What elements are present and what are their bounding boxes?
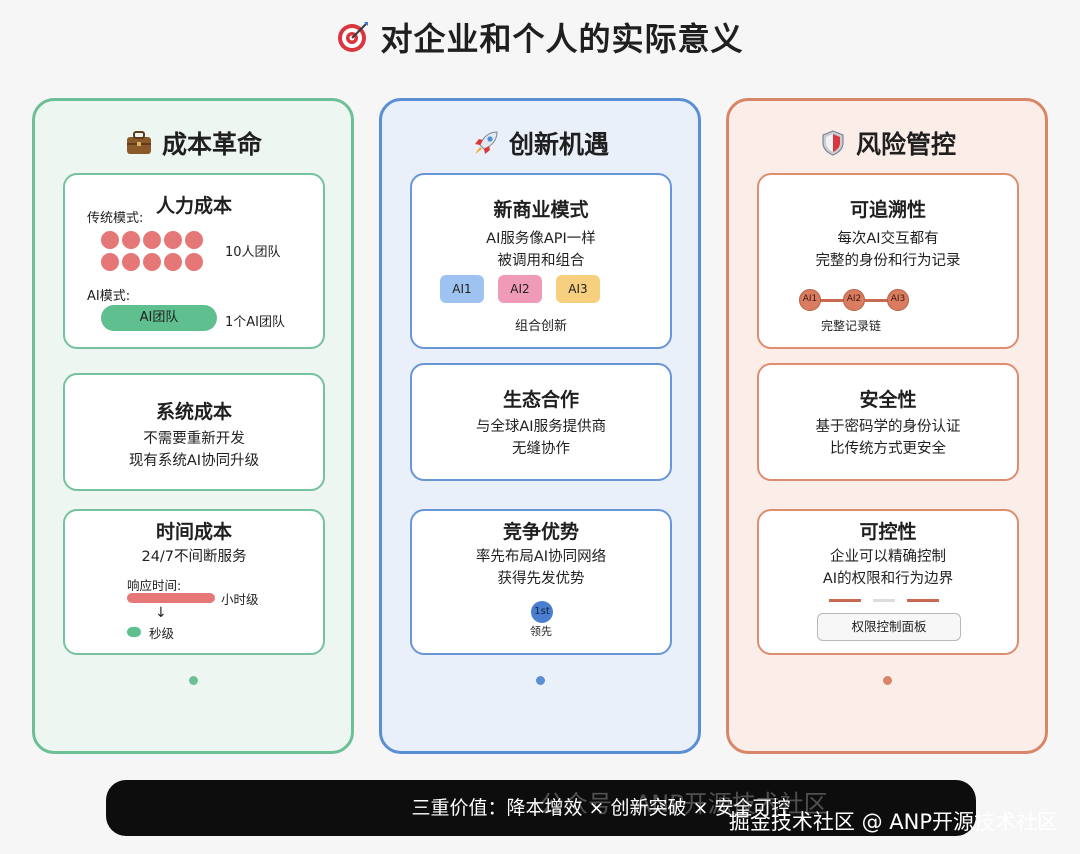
card-traceability: 可追溯性 每次AI交互都有 完整的身份和行为记录 AI1 AI2 AI3 完整记… xyxy=(757,173,1019,349)
down-arrow-icon: ↓ xyxy=(155,605,167,621)
ai-mode-label: AI模式: xyxy=(87,289,131,304)
team-dots xyxy=(101,231,209,275)
ai-team-pill: AI团队 xyxy=(101,305,217,331)
summary-bar: 三重价值：降本增效 × 创新突破 × 安全可控 xyxy=(106,780,976,836)
hour-level-label: 小时级 xyxy=(221,592,259,607)
person-dot xyxy=(101,231,119,249)
chain-link xyxy=(865,299,897,302)
card-title: 系统成本 xyxy=(155,401,232,423)
card-line: 无缝协作 xyxy=(512,441,570,457)
page-indicator-dot xyxy=(536,676,545,685)
page-indicator-dot xyxy=(189,676,198,685)
card-line: 获得先发优势 xyxy=(497,571,585,587)
page-title-text: 对企业和个人的实际意义 xyxy=(380,20,744,58)
card-system-cost: 系统成本 不需要重新开发 现有系统AI协同升级 xyxy=(63,373,325,491)
card-line: 不需要重新开发 xyxy=(143,431,245,447)
column-heading-risk-text: 风险管控 xyxy=(855,130,956,159)
card-labor-cost: 人力成本 传统模式: 10人团队 AI模式: AI团队 1个AI团队 xyxy=(63,173,325,349)
leading-caption: 领先 xyxy=(530,625,552,638)
person-dot xyxy=(143,253,161,271)
card-security: 安全性 基于密码学的身份认证 比传统方式更安全 xyxy=(757,363,1019,481)
response-time-label: 响应时间: xyxy=(127,578,182,593)
watermark-faint: 公众号 · ANP开源技术社区 xyxy=(540,790,828,818)
card-title: 新商业模式 xyxy=(493,199,589,221)
person-dot xyxy=(122,253,140,271)
card-title: 可控性 xyxy=(859,521,917,543)
person-dot xyxy=(185,231,203,249)
column-risk-control: 风险管控 可追溯性 每次AI交互都有 完整的身份和行为记录 AI1 AI2 AI… xyxy=(726,98,1048,754)
second-level-label: 秒级 xyxy=(149,626,175,641)
ai-chip: AI2 xyxy=(498,275,542,303)
person-dot xyxy=(164,253,182,271)
chain-node: AI1 xyxy=(799,289,821,311)
card-line: 被调用和组合 xyxy=(497,253,585,269)
chain-node: AI2 xyxy=(843,289,865,311)
control-bar xyxy=(873,599,895,602)
card-new-business-model: 新商业模式 AI服务像API一样 被调用和组合 AI1 AI2 AI3 组合创新 xyxy=(410,173,672,349)
person-dot xyxy=(101,253,119,271)
card-line: AI服务像API一样 xyxy=(486,231,596,247)
shield-icon xyxy=(822,130,844,156)
card-time-cost: 时间成本 24/7不间断服务 响应时间: 小时级 ↓ 秒级 xyxy=(63,509,325,655)
rocket-icon xyxy=(474,131,498,154)
person-dot xyxy=(185,253,203,271)
chain-node: AI3 xyxy=(887,289,909,311)
card-line: 与全球AI服务提供商 xyxy=(475,419,607,435)
card-ecosystem: 生态合作 与全球AI服务提供商 无缝协作 xyxy=(410,363,672,481)
card-title: 人力成本 xyxy=(155,195,232,217)
card-line: 24/7不间断服务 xyxy=(141,549,247,565)
person-dot xyxy=(164,231,182,249)
combination-caption: 组合创新 xyxy=(514,319,567,334)
record-chain-caption: 完整记录链 xyxy=(821,319,882,333)
card-line: AI的权限和行为边界 xyxy=(822,571,954,587)
card-title: 时间成本 xyxy=(155,521,232,543)
card-line: 基于密码学的身份认证 xyxy=(815,419,961,435)
card-competitive-advantage: 竞争优势 率先布局AI协同网络 获得先发优势 1st 领先 xyxy=(410,509,672,655)
column-heading-cost: 成本革命 xyxy=(35,125,351,161)
card-title: 可追溯性 xyxy=(849,199,926,221)
control-bar xyxy=(907,599,939,602)
column-heading-risk: 风险管控 xyxy=(729,125,1045,161)
target-icon xyxy=(338,22,369,52)
column-cost-revolution: 成本革命 人力成本 传统模式: 10人团队 AI模式: AI团队 1个AI团队 … xyxy=(32,98,354,754)
ai-chip: AI3 xyxy=(556,275,600,303)
first-place-badge: 1st xyxy=(531,601,553,623)
column-innovation: 创新机遇 新商业模式 AI服务像API一样 被调用和组合 AI1 AI2 AI3… xyxy=(379,98,701,754)
person-dot xyxy=(122,231,140,249)
card-title: 安全性 xyxy=(859,389,917,411)
permission-control-panel-button[interactable]: 权限控制面板 xyxy=(817,613,961,641)
ai-chip: AI1 xyxy=(440,275,484,303)
card-controllability: 可控性 企业可以精确控制 AI的权限和行为边界 权限控制面板 xyxy=(757,509,1019,655)
card-line: 率先布局AI协同网络 xyxy=(475,549,607,565)
person-dot xyxy=(143,231,161,249)
briefcase-icon xyxy=(126,131,151,154)
column-heading-innovation: 创新机遇 xyxy=(382,125,698,161)
card-line: 完整的身份和行为记录 xyxy=(815,253,961,269)
traditional-mode-label: 传统模式: xyxy=(87,211,144,226)
card-line: 每次AI交互都有 xyxy=(837,231,939,247)
page-title: 对企业和个人的实际意义 xyxy=(0,14,1080,60)
card-title: 竞争优势 xyxy=(502,521,579,543)
page-indicator-dot xyxy=(883,676,892,685)
chain-link xyxy=(819,299,851,302)
column-heading-innovation-text: 创新机遇 xyxy=(508,130,609,159)
column-heading-cost-text: 成本革命 xyxy=(161,130,262,159)
ai-team-count-label: 1个AI团队 xyxy=(225,315,285,330)
second-level-bar xyxy=(127,627,141,637)
card-title: 生态合作 xyxy=(502,389,579,411)
card-line: 企业可以精确控制 xyxy=(830,549,946,565)
control-bar xyxy=(829,599,861,602)
hour-level-bar xyxy=(127,593,215,603)
card-line: 比传统方式更安全 xyxy=(830,441,946,457)
watermark: 掘金技术社区 @ ANP开源技术社区 xyxy=(728,810,1058,834)
team-size-label: 10人团队 xyxy=(225,245,281,260)
summary-text: 三重价值：降本增效 × 创新突破 × 安全可控 xyxy=(411,797,791,819)
card-line: 现有系统AI协同升级 xyxy=(128,453,260,469)
